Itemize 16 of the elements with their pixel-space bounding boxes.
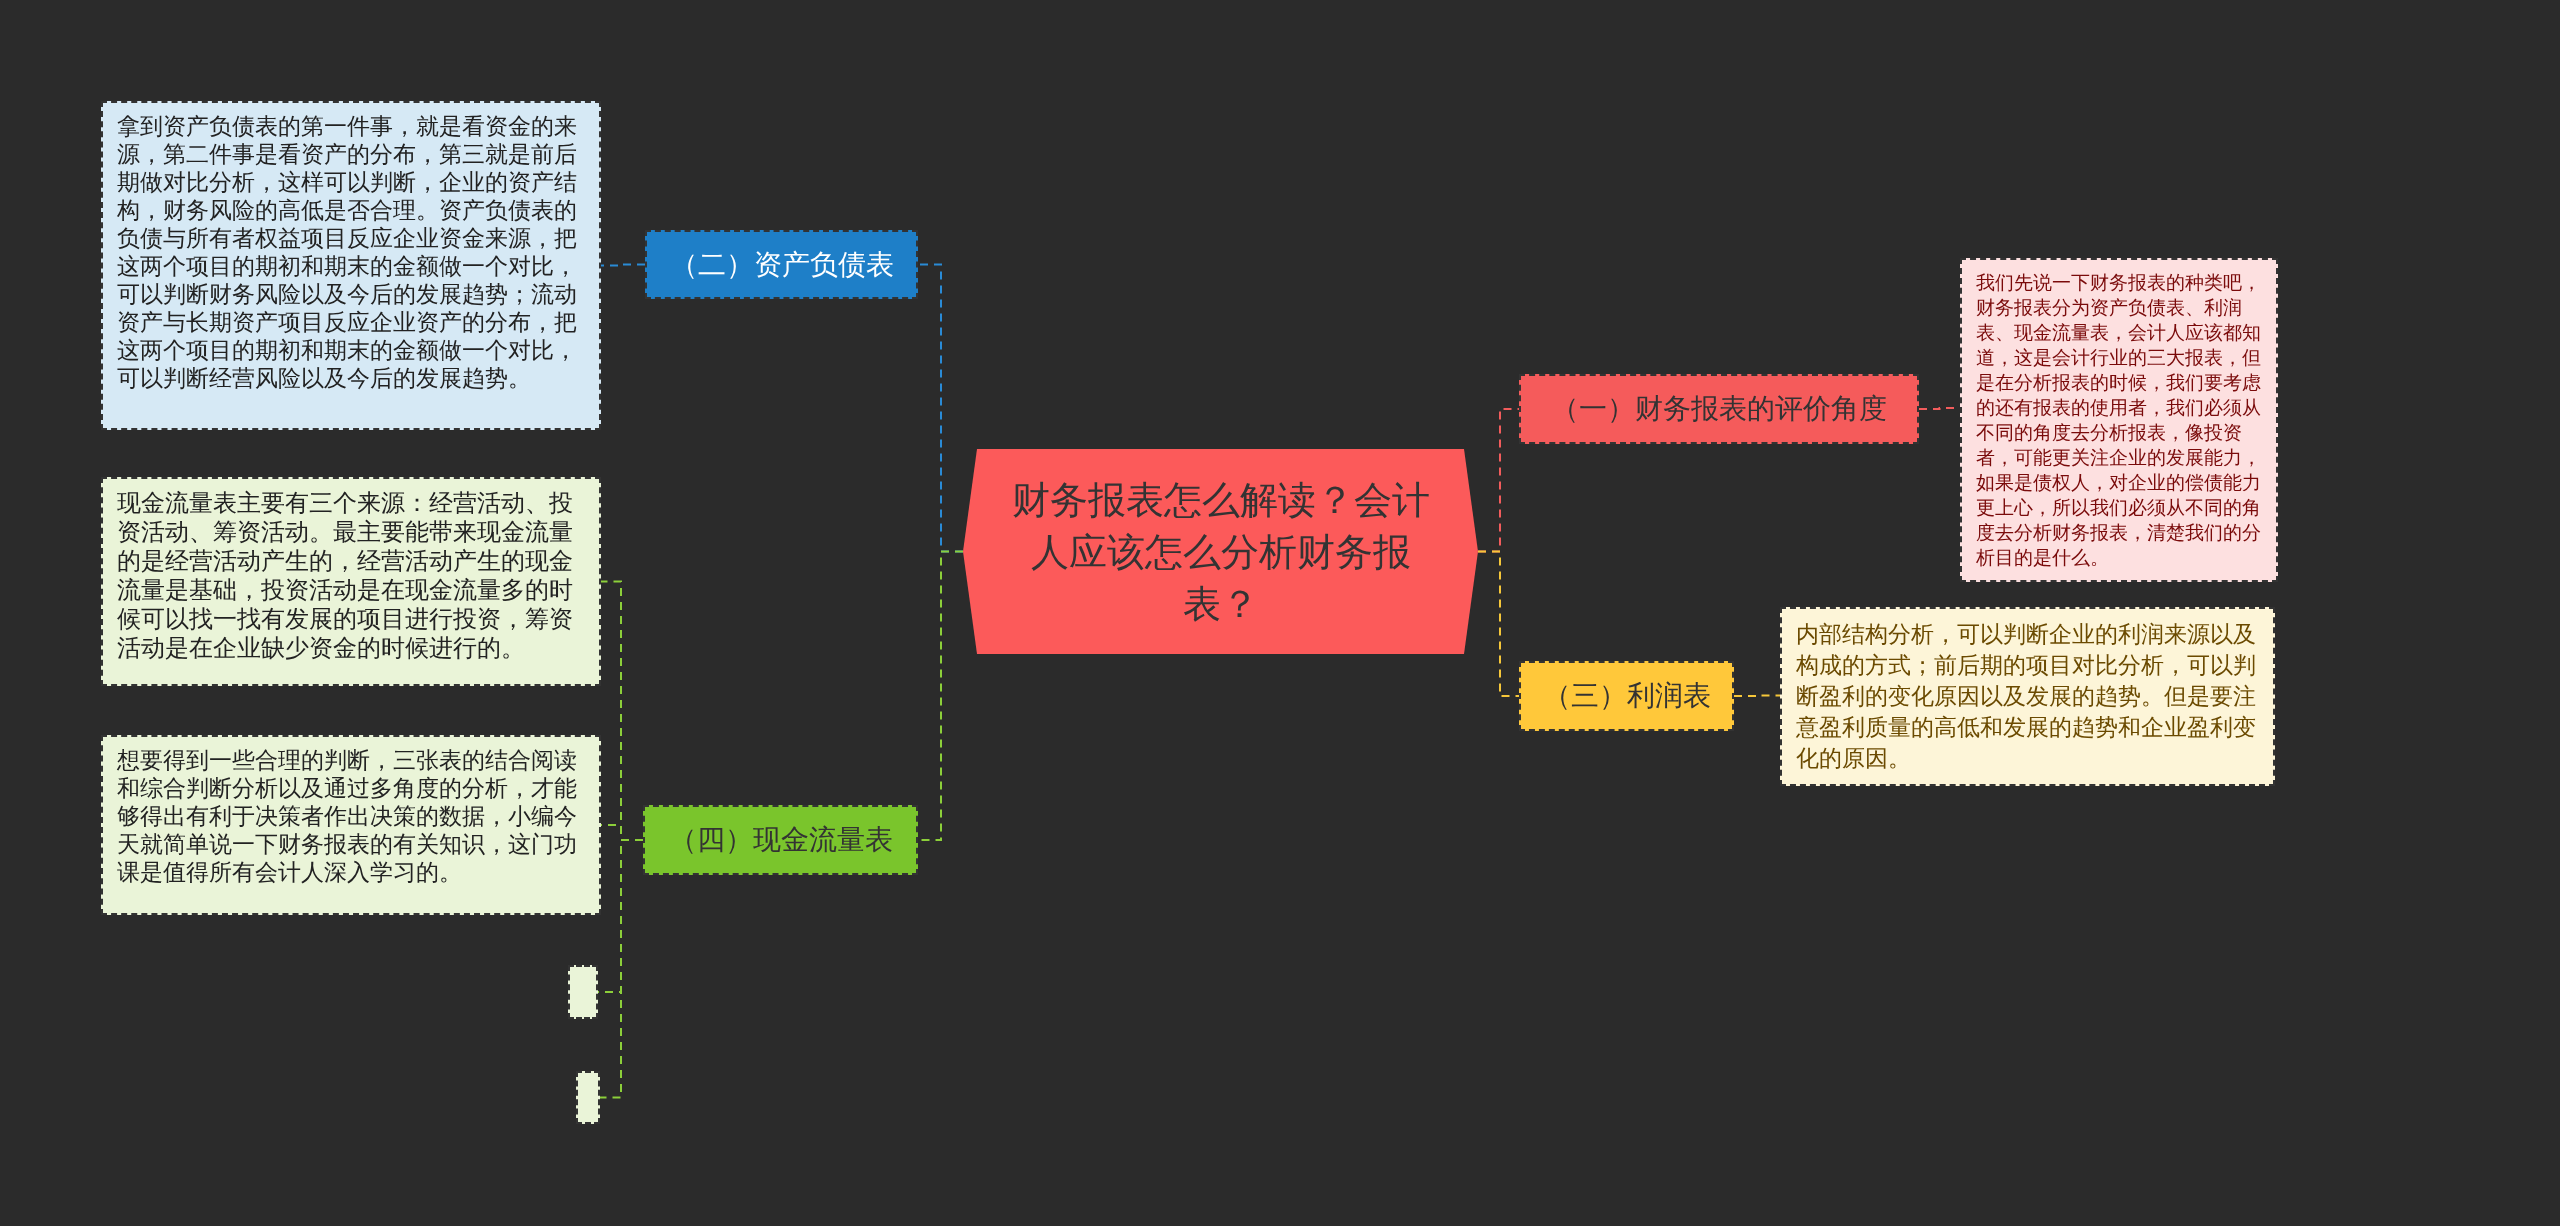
central-topic: 财务报表怎么解读？会计人应该怎么分析财务报表？ bbox=[963, 449, 1478, 654]
branch-topic: （二）资产负债表 bbox=[645, 230, 918, 299]
branch-topic: （四）现金流量表 bbox=[643, 805, 918, 875]
empty-box bbox=[568, 965, 598, 1019]
branch-topic: （三）利润表 bbox=[1519, 661, 1734, 731]
connector-line bbox=[1733, 694, 1781, 697]
note-card: 现金流量表主要有三个来源：经营活动、投资活动、筹资活动。最主要能带来现金流量的是经营活动产生的，经营活动产生的现金流量是基础，投资活动是在现金流量多的时候可以找一找有发展的项目进行投资，筹资活动是在企业缺少资金的时候进行的。 bbox=[101, 477, 601, 686]
note-card: 拿到资产负债表的第一件事，就是看资金的来源，第二件事是看资产的分布，第三就是前后期做对比分析，这样可以判断，企业的资产结构，财务风险的高低是否合理。资产负债表的负债与所有者权益项目反应企业资金来源，把这两个项目的期初和期末的金额做一个对比，可以判断财务风险以及今后的发展趋势；流动资产与长期资产项目反应企业资产的分布，把这两个项目的期初和期末的金额做一个对比，可以判断经营风险以及今后的发展趋势。 bbox=[101, 101, 601, 430]
connector-line bbox=[599, 839, 644, 1099]
note-card: 我们先说一下财务报表的种类吧，财务报表分为资产负债表、利润表、现金流量表，会计人应该都知道，这是会计行业的三大报表，但是在分析报表的时候，我们要考虑的还有报表的使用者，我们必须从不同的角度去分析报表，像投资者，可能更关注企业的发展能力，如果是债权人，对企业的偿债能力更上心，所以我们必须从不同的角度去分析财务报表，清楚我们的分析目的是什么。 bbox=[1960, 258, 2278, 582]
note-card: 内部结构分析，可以判断企业的利润来源以及构成的方式；前后期的项目对比分析，可以判断盈利的变化原因以及发展的趋势。但是要注意盈利质量的高低和发展的趋势和企业盈利变化的原因。 bbox=[1780, 607, 2275, 786]
connector-line bbox=[1477, 550, 1520, 697]
empty-box bbox=[576, 1071, 600, 1124]
connector-line bbox=[600, 263, 646, 267]
note-card: 想要得到一些合理的判断，三张表的结合阅读和综合判断分析以及通过多角度的分析，才能够得出有利于决策者作出决策的数据，小编今天就简单说一下财务报表的有关知识，这门功课是值得所有会计人深入学习的。 bbox=[101, 735, 601, 915]
branch-topic: （一）财务报表的评价角度 bbox=[1519, 374, 1919, 444]
